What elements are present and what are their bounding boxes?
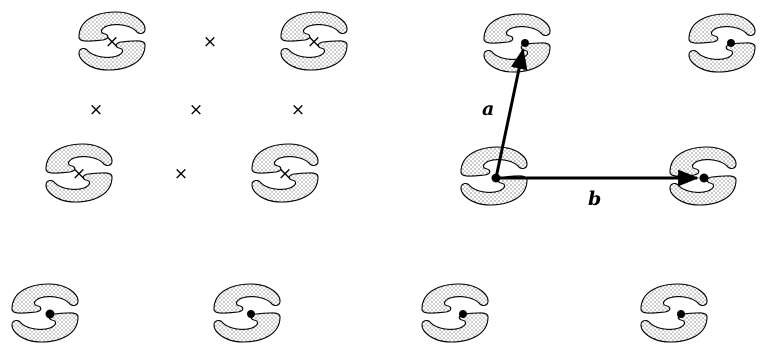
cross-mark: ×	[89, 100, 103, 120]
left-panel: × × × × × × × × ×	[46, 12, 347, 202]
lattice-dot	[46, 310, 55, 319]
cross-mark: ×	[291, 100, 305, 120]
vector-b-label: b	[588, 188, 601, 210]
cross-mark: ×	[189, 100, 203, 120]
lattice-dot	[521, 39, 529, 47]
motif-bottom-2	[214, 284, 280, 342]
cross-mark: ×	[307, 32, 321, 52]
lattice-dot	[677, 310, 685, 318]
cross-mark: ×	[278, 164, 292, 184]
lattice-dot	[247, 310, 255, 318]
lattice-dot	[700, 174, 709, 183]
cross-mark: ×	[203, 32, 217, 52]
lattice-dot	[727, 39, 735, 47]
bottom-row	[12, 284, 707, 342]
cross-mark: ×	[105, 32, 119, 52]
right-panel: a b	[461, 14, 755, 210]
cross-mark: ×	[174, 164, 188, 184]
vector-a-label: a	[482, 98, 494, 120]
motif-bottom-1	[12, 284, 78, 342]
motif-bottom-4	[641, 284, 707, 342]
lattice-dot	[459, 310, 467, 318]
motif-bottom-3	[422, 284, 488, 342]
cross-mark: ×	[72, 164, 86, 184]
motif-right-top-2	[689, 14, 755, 72]
motif-right-top-1	[484, 14, 550, 72]
